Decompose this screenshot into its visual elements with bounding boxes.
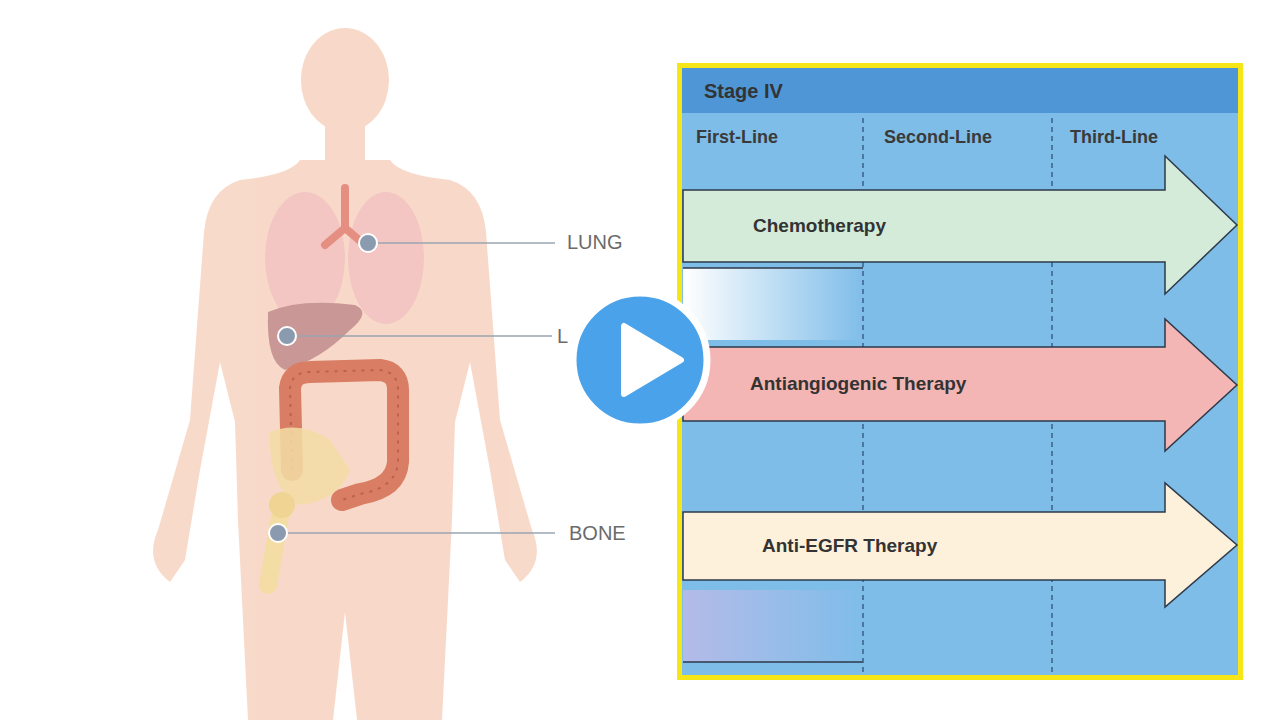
bar-edge <box>683 267 863 269</box>
stage-panel: Stage IV ChemotherapyAntiangiogenic Thera… <box>677 63 1243 680</box>
site-marker <box>278 327 296 345</box>
therapy-name: Chemotherapy <box>753 215 886 237</box>
arrow-outline <box>683 483 1237 607</box>
bar-edge <box>683 661 863 663</box>
site-label: L <box>557 325 568 348</box>
line-heading: Third-Line <box>1070 127 1158 148</box>
therapy-arrow: Chemotherapy <box>683 155 1238 295</box>
leader-line <box>368 242 555 244</box>
line-heading: Second-Line <box>884 127 992 148</box>
stage-heading: Stage IV <box>704 80 783 103</box>
arrow-outline <box>683 319 1237 451</box>
leader-line <box>287 335 552 337</box>
site-label: LUNG <box>567 231 623 254</box>
panel-border <box>680 66 1241 678</box>
fade-bar <box>683 590 863 662</box>
play-triangle <box>624 326 681 394</box>
panel-fill <box>677 63 1243 680</box>
line-heading: First-Line <box>696 127 778 148</box>
site-marker <box>359 234 377 252</box>
leader-line <box>278 532 555 534</box>
therapy-name: Antiangiogenic Therapy <box>750 373 966 395</box>
arrow-outline <box>683 156 1237 294</box>
site-label: BONE <box>569 522 626 545</box>
torso-silhouette <box>153 160 537 720</box>
therapy-arrow: Antiangiogenic Therapy <box>683 318 1238 452</box>
header-band <box>677 63 1243 113</box>
therapy-name: Anti-EGFR Therapy <box>762 535 937 557</box>
fade-bar <box>683 268 863 340</box>
trachea <box>325 188 365 245</box>
leg-gap <box>333 612 357 720</box>
therapy-arrow: Anti-EGFR Therapy <box>683 482 1238 608</box>
head <box>301 28 389 132</box>
hip-joint <box>269 492 295 518</box>
right-lung <box>348 192 424 324</box>
site-marker <box>269 524 287 542</box>
